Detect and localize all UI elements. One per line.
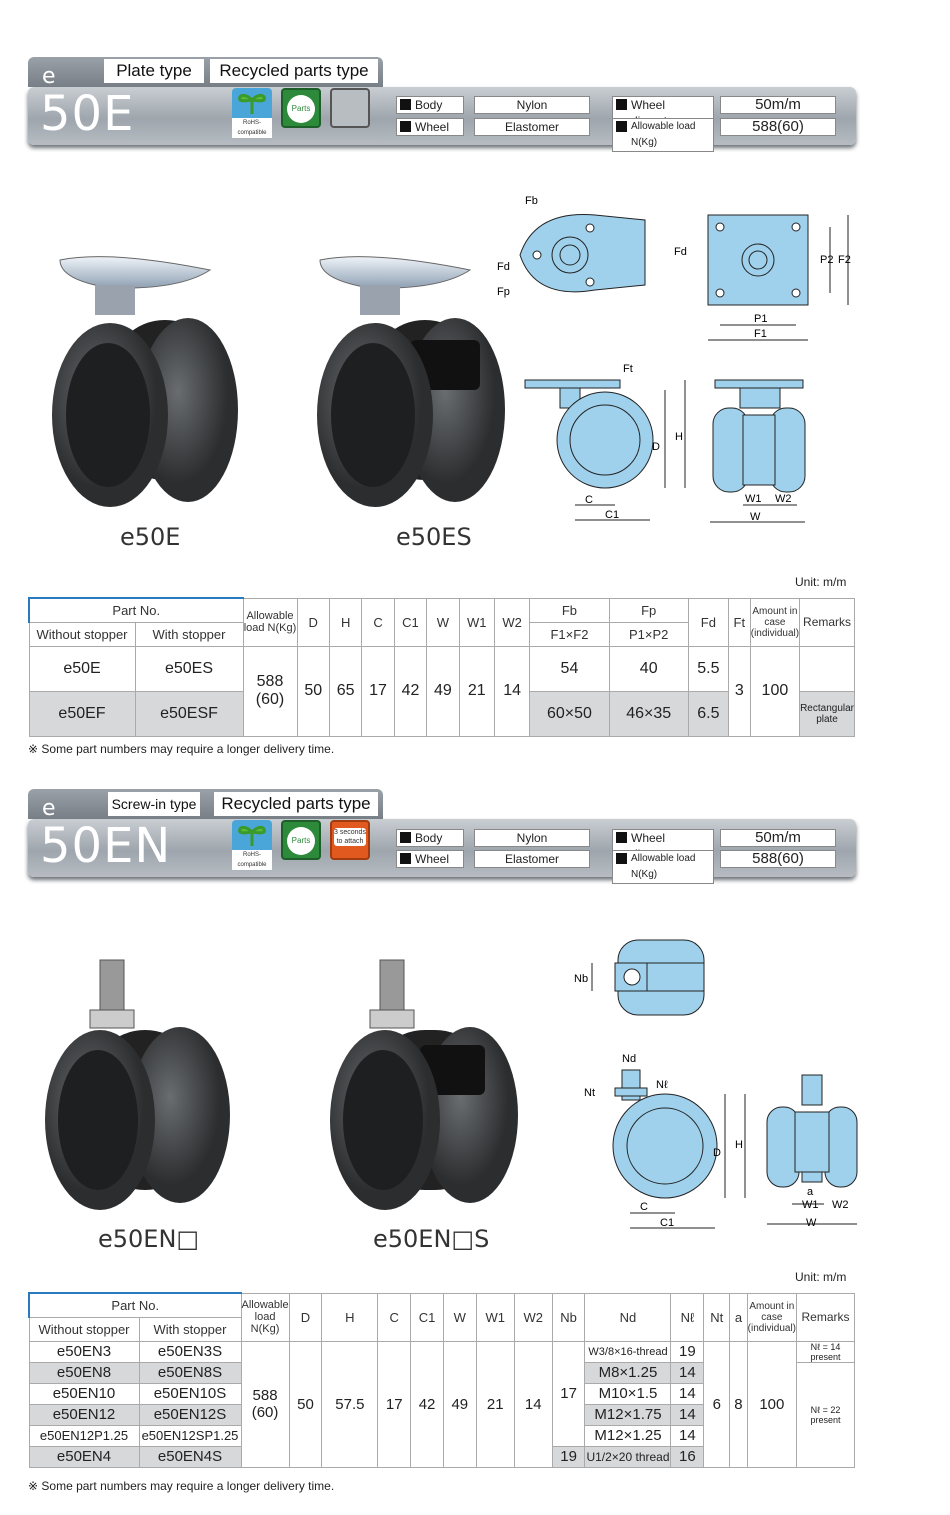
drawing-side-view-2: Nd Nt Nℓ H D C C1 bbox=[584, 1053, 746, 1229]
table-row: e50EN3 e50EN3S 588 (60) 50 57.5 17 42 49… bbox=[28, 1340, 855, 1468]
svg-text:D: D bbox=[652, 441, 660, 453]
svg-text:Fb: Fb bbox=[525, 195, 538, 207]
model-prefix-2: e bbox=[42, 796, 56, 821]
rohs-icon: RoHS-compatible bbox=[232, 88, 272, 138]
delivery-note-1: ※ Some part numbers may require a longer… bbox=[28, 742, 335, 756]
svg-text:W2: W2 bbox=[832, 1199, 849, 1211]
svg-text:D: D bbox=[713, 1147, 721, 1159]
svg-text:P1: P1 bbox=[754, 313, 767, 325]
caster-photo-e50e bbox=[52, 256, 238, 507]
table-row: e50EN12P1.25 e50EN12SP1.25 M12×1.25 14 bbox=[28, 1424, 855, 1447]
svg-text:Fd: Fd bbox=[674, 246, 687, 258]
svg-text:Ft: Ft bbox=[623, 363, 633, 375]
diameter-value: 50m/m bbox=[720, 96, 836, 114]
drawing-side-view: Ft H D C C1 bbox=[524, 363, 686, 521]
drawing-front-view: W1 W2 W bbox=[710, 379, 806, 523]
caption-e50e: e50E bbox=[120, 523, 181, 551]
svg-text:H: H bbox=[735, 1139, 743, 1151]
unit-label-2: Unit: m/m bbox=[795, 1270, 847, 1284]
three-seconds-icon: 3 seconds to attach bbox=[330, 820, 370, 860]
tab-screw-in-type: Screw-in type bbox=[108, 792, 200, 816]
body-label: Body bbox=[396, 96, 464, 114]
caster-photo-e50en bbox=[45, 959, 230, 1210]
load-value: 588(60) bbox=[720, 118, 836, 136]
svg-text:W2: W2 bbox=[775, 493, 792, 505]
spec-table-1: Part No. Allowable load N(Kg) D H C C1 W… bbox=[28, 597, 855, 737]
svg-text:W1: W1 bbox=[745, 493, 762, 505]
body-label-2: Body bbox=[396, 829, 464, 847]
model-number-2: 50EN bbox=[40, 818, 172, 874]
svg-text:Fd: Fd bbox=[497, 261, 510, 273]
svg-text:H: H bbox=[675, 431, 683, 443]
drawing-front-view-2: a W1 W2 W bbox=[766, 1074, 858, 1229]
svg-text:F1: F1 bbox=[754, 328, 767, 340]
load-value-2: 588(60) bbox=[720, 850, 836, 868]
model-prefix: e bbox=[42, 64, 56, 89]
model-number: 50E bbox=[40, 86, 135, 142]
caption-e50en: e50EN□ bbox=[98, 1225, 200, 1253]
svg-text:a: a bbox=[807, 1186, 814, 1198]
unit-label-1: Unit: m/m bbox=[795, 575, 847, 589]
wheel-label-2: Wheel bbox=[396, 850, 464, 868]
svg-text:C: C bbox=[640, 1201, 648, 1213]
svg-text:F2: F2 bbox=[838, 254, 851, 266]
wheel-label: Wheel bbox=[396, 118, 464, 136]
caster-photo-e50ens bbox=[330, 959, 518, 1210]
spec-table-2: Part No. Allowable load N(Kg) D H C C1 W… bbox=[28, 1292, 855, 1468]
svg-text:W1: W1 bbox=[802, 1199, 819, 1211]
load-label: Allowable load N(Kg) bbox=[612, 118, 714, 152]
tab-recycled-parts: Recycled parts type bbox=[210, 59, 378, 83]
svg-text:C: C bbox=[585, 494, 593, 506]
caption-e50ens: e50EN□S bbox=[373, 1225, 490, 1253]
blank-icon bbox=[330, 88, 370, 128]
recycle-parts-icon-2: Parts bbox=[281, 820, 321, 860]
svg-text:W: W bbox=[806, 1217, 817, 1229]
drawing-top-view-2: Nb bbox=[574, 939, 705, 1016]
svg-text:C1: C1 bbox=[660, 1217, 674, 1229]
tab-plate-type: Plate type bbox=[104, 59, 204, 83]
caster-photo-e50es bbox=[317, 256, 505, 507]
rohs-icon-2: RoHS-compatible bbox=[232, 820, 272, 870]
svg-text:P2: P2 bbox=[820, 254, 833, 266]
svg-text:Nb: Nb bbox=[574, 973, 588, 985]
table-row: e50EN10 e50EN10S M10×1.5 14 bbox=[28, 1382, 855, 1405]
body-value-2: Nylon bbox=[474, 829, 590, 847]
wheel-value-2: Elastomer bbox=[474, 850, 590, 868]
drawing-plate-rect: Fd P1 F1 P2 F2 bbox=[674, 214, 851, 341]
svg-text:W: W bbox=[750, 511, 761, 523]
table-row: e50EF e50ESF 60×50 46×35 6.5 Rectangular… bbox=[28, 690, 855, 737]
svg-text:Nt: Nt bbox=[584, 1087, 595, 1099]
wheel-value: Elastomer bbox=[474, 118, 590, 136]
table-row: e50EN4 e50EN4S 19 U1/2×20 thread 16 bbox=[28, 1445, 855, 1468]
part-no-header: Part No. bbox=[28, 597, 244, 623]
table-row: e50E e50ES 588 (60) 50 65 17 42 49 21 14… bbox=[28, 645, 855, 737]
svg-text:Fp: Fp bbox=[497, 286, 510, 298]
table-row: e50EN8 e50EN8S M8×1.25 14 Nℓ = 22 presen… bbox=[28, 1361, 855, 1468]
load-label-2: Allowable load N(Kg) bbox=[612, 850, 714, 884]
delivery-note-2: ※ Some part numbers may require a longer… bbox=[28, 1479, 335, 1493]
svg-text:Nd: Nd bbox=[622, 1053, 636, 1065]
svg-text:Nℓ: Nℓ bbox=[656, 1079, 668, 1091]
diameter-value-2: 50m/m bbox=[720, 829, 836, 847]
caption-e50es: e50ES bbox=[396, 523, 472, 551]
body-value: Nylon bbox=[474, 96, 590, 114]
recycle-parts-icon: Parts bbox=[281, 88, 321, 128]
svg-text:C1: C1 bbox=[605, 509, 619, 521]
table-row: e50EN12 e50EN12S M12×1.75 14 bbox=[28, 1403, 855, 1426]
drawing-plate-top: Fb Fd Fp bbox=[497, 195, 646, 298]
tab-recycled-parts-2: Recycled parts type bbox=[214, 792, 378, 816]
